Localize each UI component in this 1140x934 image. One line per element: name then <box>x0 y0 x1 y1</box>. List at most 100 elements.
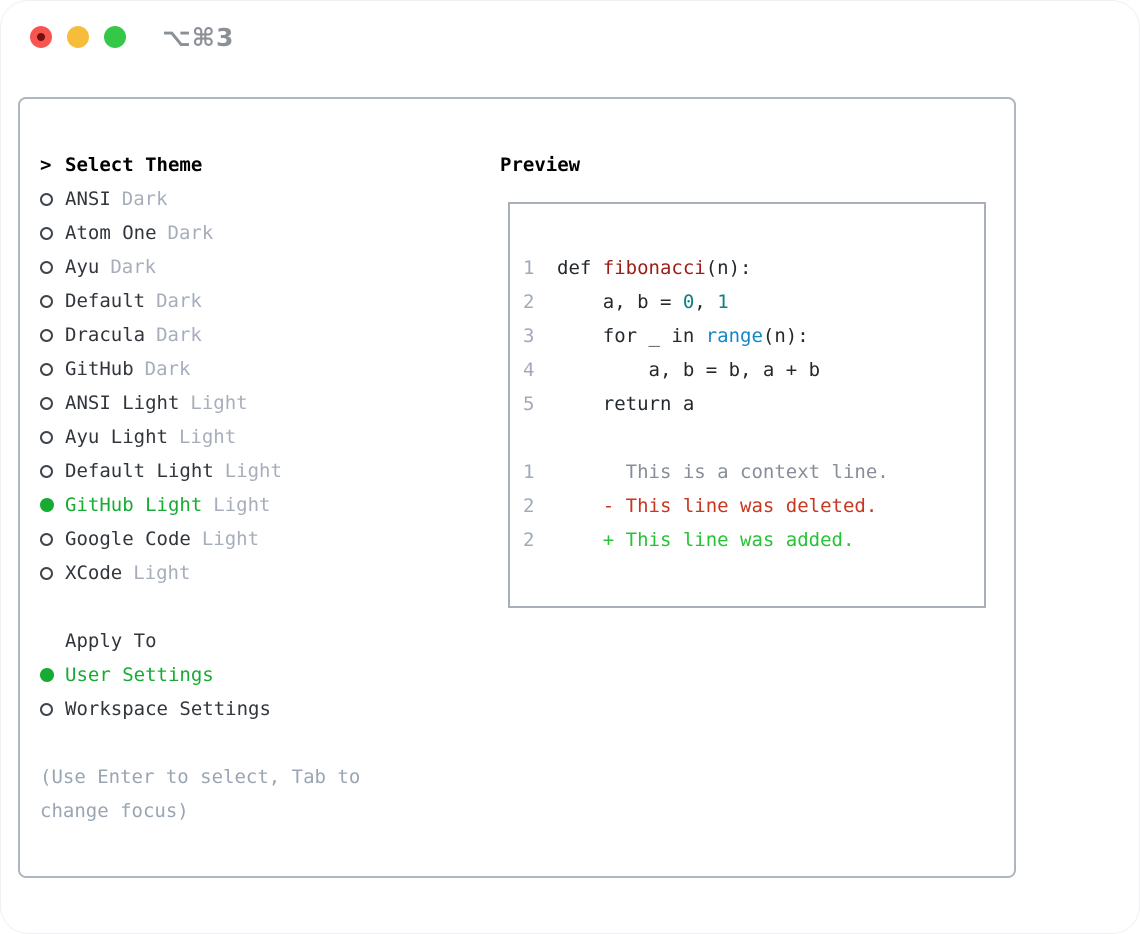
theme-name: ANSI <box>65 188 111 210</box>
radio-cell <box>40 294 65 308</box>
radio-cell <box>40 532 65 546</box>
radio-cell <box>40 566 65 580</box>
radio-icon <box>40 702 53 716</box>
num-token: 1 <box>717 291 729 313</box>
radio-icon <box>40 362 53 376</box>
diff-text: - This line was deleted. <box>557 495 878 517</box>
radio-icon <box>40 260 53 274</box>
code-token: for _ in <box>557 325 706 347</box>
diff-line-context: 1 This is a context line. <box>523 455 976 489</box>
theme-name: XCode <box>65 562 123 584</box>
hint-line: change focus) <box>40 800 189 822</box>
close-button[interactable] <box>30 26 52 48</box>
apply-option-workspace-settings[interactable]: Workspace Settings <box>40 692 360 726</box>
apply-to-title: Apply To <box>65 630 157 652</box>
code-text: def fibonacci(n): <box>557 251 751 285</box>
zoom-button[interactable] <box>104 26 126 48</box>
radio-cell <box>40 430 65 444</box>
apply-to-header: Apply To <box>40 624 360 658</box>
theme-variant: Light <box>133 562 191 584</box>
radio-cell <box>40 192 65 206</box>
radio-icon <box>40 396 53 410</box>
preview-title: Preview <box>500 154 581 176</box>
func-token: fibonacci <box>602 257 706 279</box>
theme-name: Ayu <box>65 256 100 278</box>
radio-icon <box>40 192 53 206</box>
theme-item-atom-one[interactable]: Atom One Dark <box>40 216 360 250</box>
theme-variant: Light <box>201 528 260 550</box>
code-text: a, b = b, a + b <box>557 353 821 387</box>
code-line: 2 a, b = 0, 1 <box>523 285 976 319</box>
radio-cell <box>40 260 65 274</box>
line-number: 5 <box>523 393 535 415</box>
code-token: return a <box>557 393 695 415</box>
radio-cell <box>40 396 65 410</box>
diff-text: + This line was added. <box>557 529 855 551</box>
radio-cell <box>40 702 65 716</box>
theme-variant: Light <box>213 494 271 516</box>
theme-variant: Dark <box>156 290 202 312</box>
theme-name: Google Code <box>65 528 191 550</box>
blank-line <box>523 421 976 455</box>
radio-selected-icon <box>40 498 54 512</box>
apply-option-label: Workspace Settings <box>65 698 271 720</box>
theme-name: Default <box>65 290 146 312</box>
line-number: 3 <box>523 325 535 347</box>
radio-cell <box>40 498 65 512</box>
code-text: a, b = 0, 1 <box>557 285 729 319</box>
theme-variant: Light <box>224 460 282 482</box>
theme-variant: Dark <box>110 256 157 278</box>
radio-selected-icon <box>40 668 54 682</box>
radio-cell <box>40 328 65 342</box>
radio-cell <box>40 668 65 682</box>
radio-icon <box>40 294 53 308</box>
titlebar: ⌥⌘3 <box>0 0 1140 74</box>
code-token: (n): <box>762 325 809 347</box>
theme-variant: Dark <box>167 222 214 244</box>
num-token: 0 <box>682 291 695 313</box>
radio-icon <box>40 464 53 478</box>
minimize-button[interactable] <box>67 26 89 48</box>
window-title: ⌥⌘3 <box>162 23 235 52</box>
code-token: a, b = b, a + b <box>557 359 821 381</box>
select-theme-header: > Select Theme <box>40 148 360 182</box>
theme-name: Atom One <box>65 222 157 244</box>
hint-line: (Use Enter to select, Tab to <box>40 766 361 788</box>
apply-option-user-settings[interactable]: User Settings <box>40 658 360 692</box>
theme-variant: Dark <box>144 358 191 380</box>
line-number: 2 <box>523 291 535 313</box>
line-number: 4 <box>523 359 535 381</box>
theme-item-ayu[interactable]: Ayu Dark <box>40 250 360 284</box>
prompt-icon: > <box>40 154 52 176</box>
diff-line-added: 2 + This line was added. <box>523 523 976 557</box>
code-line: 4 a, b = b, a + b <box>523 353 976 387</box>
theme-variant: Dark <box>121 188 168 210</box>
diff-text: This is a context line. <box>557 461 889 483</box>
code-text: return a <box>557 387 695 421</box>
code-line: 5 return a <box>523 387 976 421</box>
radio-cell <box>40 464 65 478</box>
radio-icon <box>40 328 53 342</box>
line-number: 1 <box>523 257 535 279</box>
radio-icon <box>40 566 53 580</box>
code-line: 1 def fibonacci(n): <box>523 251 976 285</box>
theme-item-default[interactable]: Default Dark <box>40 284 360 318</box>
code-token: (n): <box>705 257 752 279</box>
line-number: 2 <box>523 529 535 551</box>
diff-block: 1 This is a context line. 2 - This line w… <box>523 455 976 557</box>
code-token: a, b = <box>557 291 683 313</box>
theme-item-xcode[interactable]: XCode Light <box>40 556 360 590</box>
theme-name: Ayu Light <box>65 426 168 448</box>
theme-item-google-code[interactable]: Google Code Light <box>40 522 360 556</box>
theme-item-ansi[interactable]: ANSI Dark <box>40 182 360 216</box>
theme-variant: Dark <box>156 324 202 346</box>
